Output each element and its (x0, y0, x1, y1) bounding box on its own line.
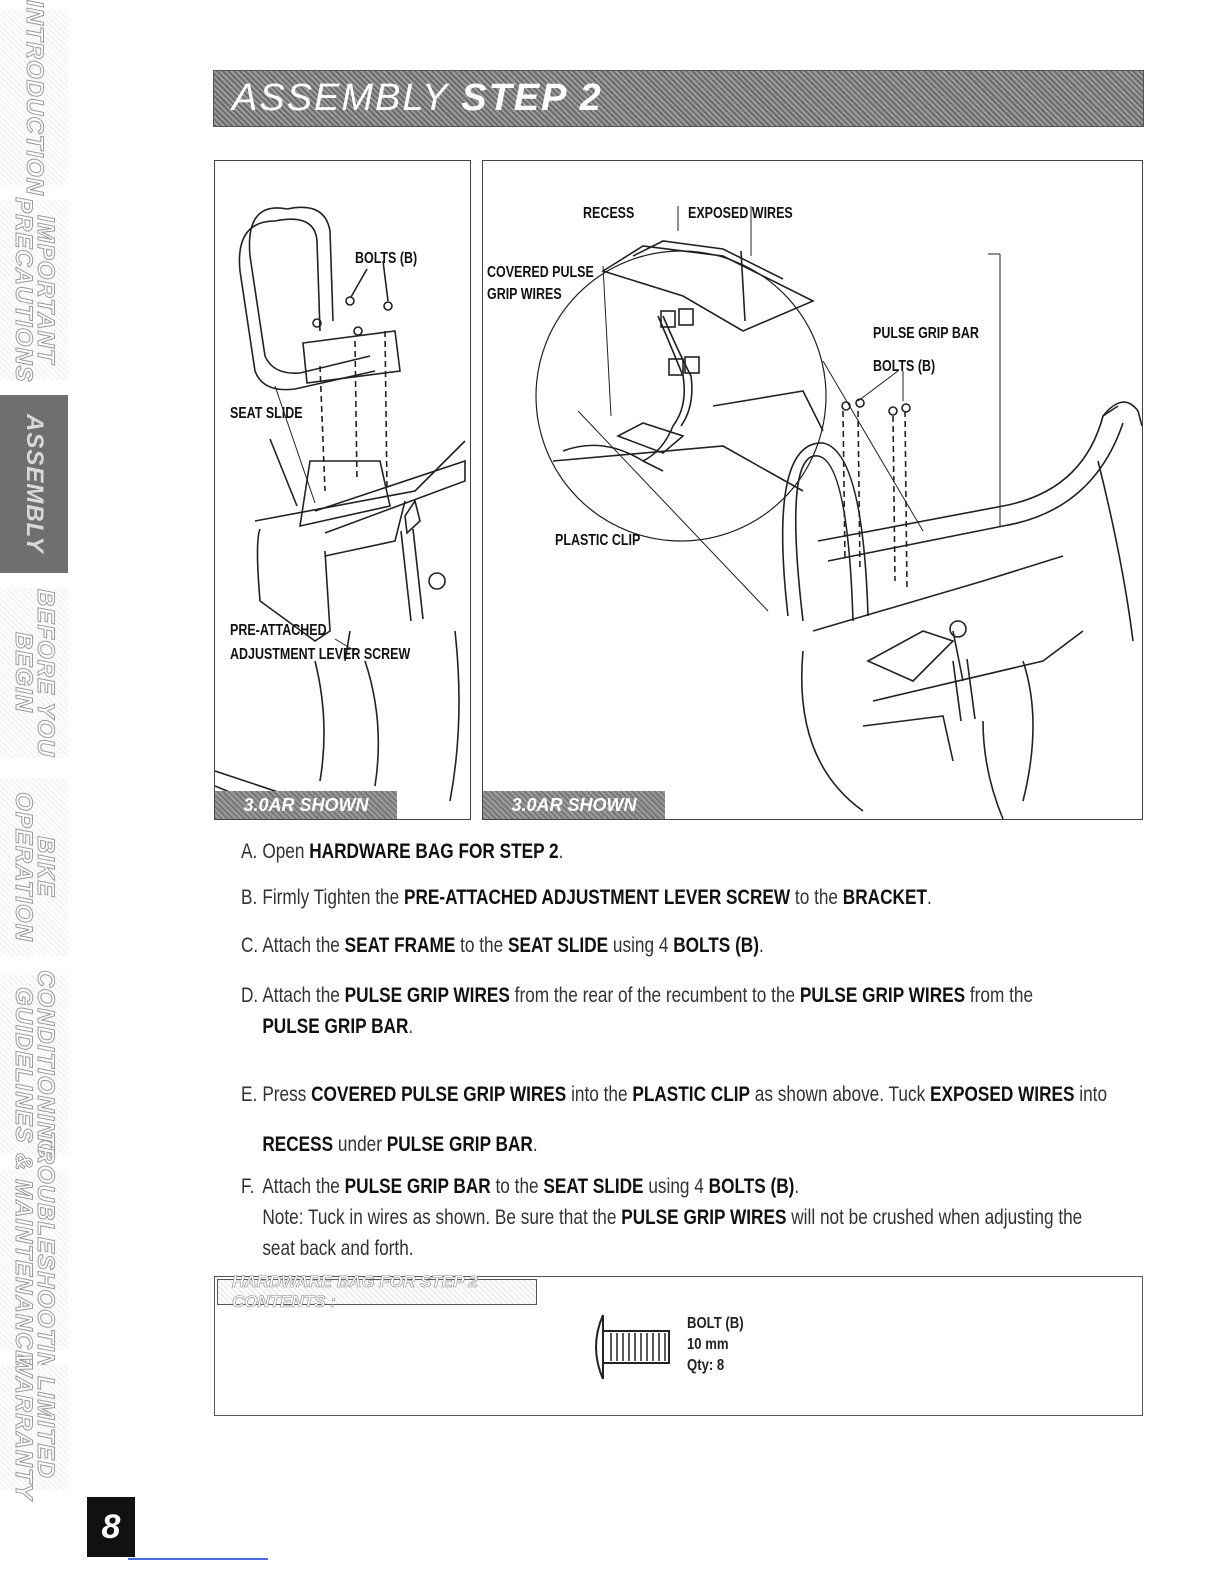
model-shown-label-left: 3.0AR SHOWN (215, 791, 397, 819)
step-b: B.Firmly Tighten the PRE-ATTACHED ADJUST… (241, 886, 932, 909)
step-header: ASSEMBLY STEP 2 (213, 70, 1144, 127)
diagram-pulse-grip-bar: RECESS EXPOSED WIRES COVERED PULSE GRIP … (482, 160, 1143, 820)
callout-pulse-grip-bar: PULSE GRIP BAR (873, 325, 979, 342)
section-tabs: INTRODUCTION IMPORTANT PRECAUTIONS ASSEM… (0, 0, 70, 1501)
step-c: C.Attach the SEAT FRAME to the SEAT SLID… (241, 934, 764, 957)
callout-plastic-clip: PLASTIC CLIP (555, 532, 641, 549)
seat-slide-illustration (215, 206, 466, 812)
callout-bolts-right: BOLTS (B) (873, 358, 936, 375)
tab-bike-operation[interactable]: BIKE OPERATION (0, 778, 68, 956)
tab-before-you-begin[interactable]: BEFORE YOU BEGIN (0, 588, 68, 758)
step-d: D.Attach the PULSE GRIP WIRES from the r… (241, 984, 1034, 1038)
page-title: ASSEMBLY STEP 2 (232, 77, 603, 119)
callout-seat-slide: SEAT SLIDE (230, 405, 303, 422)
tab-conditioning-guidelines[interactable]: CONDITIONING GUIDELINES (0, 970, 68, 1160)
tab-important-precautions[interactable]: IMPORTANT PRECAUTIONS (0, 197, 68, 383)
model-shown-label-right: 3.0AR SHOWN (483, 791, 665, 819)
step-a: A.Open HARDWARE BAG FOR STEP 2. (241, 840, 564, 863)
tab-introduction[interactable]: INTRODUCTION (0, 0, 68, 196)
callout-adjustment-screw: ADJUSTMENT LEVER SCREW (230, 646, 411, 663)
step-e: E.Press COVERED PULSE GRIP WIRES into th… (241, 1083, 1108, 1156)
page-number: 8 (87, 1497, 135, 1557)
tab-assembly[interactable]: ASSEMBLY (0, 395, 68, 573)
bolt-qty: Qty: 8 (687, 1357, 725, 1374)
hardware-title: HARDWARE BAG FOR STEP 2 CONTENTS : (217, 1272, 537, 1311)
callout-pre-attached: PRE-ATTACHED (230, 622, 327, 639)
callout-bolts-left: BOLTS (B) (355, 250, 418, 267)
bolt-size: 10 mm (687, 1336, 729, 1353)
callout-recess: RECESS (583, 205, 635, 222)
tab-limited-warranty[interactable]: LIMITED WARRANTY (0, 1354, 68, 1501)
step-f: F.Attach the PULSE GRIP BAR to the SEAT … (241, 1175, 1083, 1260)
callout-exposed-wires: EXPOSED WIRES (688, 205, 793, 222)
diagram-seat-slide: BOLTS (B) SEAT SLIDE PRE-ATTACHED ADJUST… (214, 160, 471, 820)
pulse-grip-illustration (535, 206, 1142, 819)
bolt-icon (595, 1314, 670, 1380)
footer-rule (128, 1558, 268, 1560)
callout-covered-pulse: COVERED PULSE (487, 264, 594, 281)
callout-grip-wires: GRIP WIRES (487, 286, 562, 303)
bolt-name: BOLT (B) (687, 1315, 744, 1332)
bolt-specs: BOLT (B) 10 mm Qty: 8 (687, 1313, 744, 1376)
hardware-item-bolt: BOLT (B) 10 mm Qty: 8 (585, 1307, 885, 1387)
tab-troubleshooting-maintenance[interactable]: TROUBLESHOOTING & MAINTENANCE (0, 1130, 68, 1390)
hardware-bag-contents: HARDWARE BAG FOR STEP 2 CONTENTS : BOLT … (214, 1272, 1143, 1416)
